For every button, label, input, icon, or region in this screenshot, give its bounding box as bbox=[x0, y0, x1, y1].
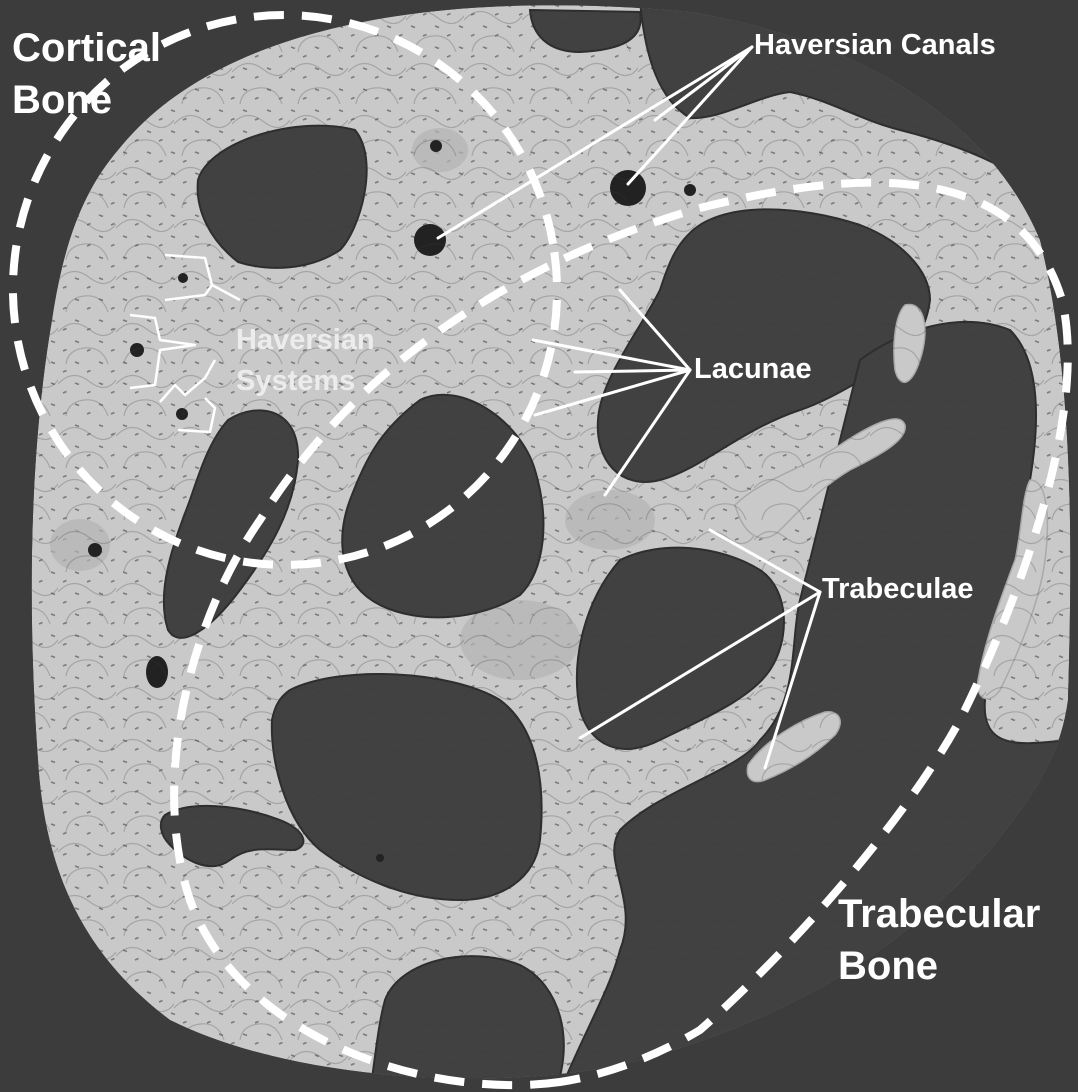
trabecular-bone-label-line1: Trabecular bbox=[838, 890, 1040, 938]
trabecular-bone-label-line2: Bone bbox=[838, 942, 938, 990]
haversian-systems-label-line2: Systems bbox=[236, 364, 355, 398]
cortical-bone-label-line1: Cortical bbox=[12, 24, 161, 72]
haversian-systems-label-line1: Haversian bbox=[236, 323, 375, 357]
lacunae-label: Lacunae bbox=[694, 352, 812, 386]
trabeculae-label: Trabeculae bbox=[822, 572, 974, 606]
cortical-bone-label-line2: Bone bbox=[12, 76, 112, 124]
haversian-canals-label: Haversian Canals bbox=[754, 28, 996, 62]
